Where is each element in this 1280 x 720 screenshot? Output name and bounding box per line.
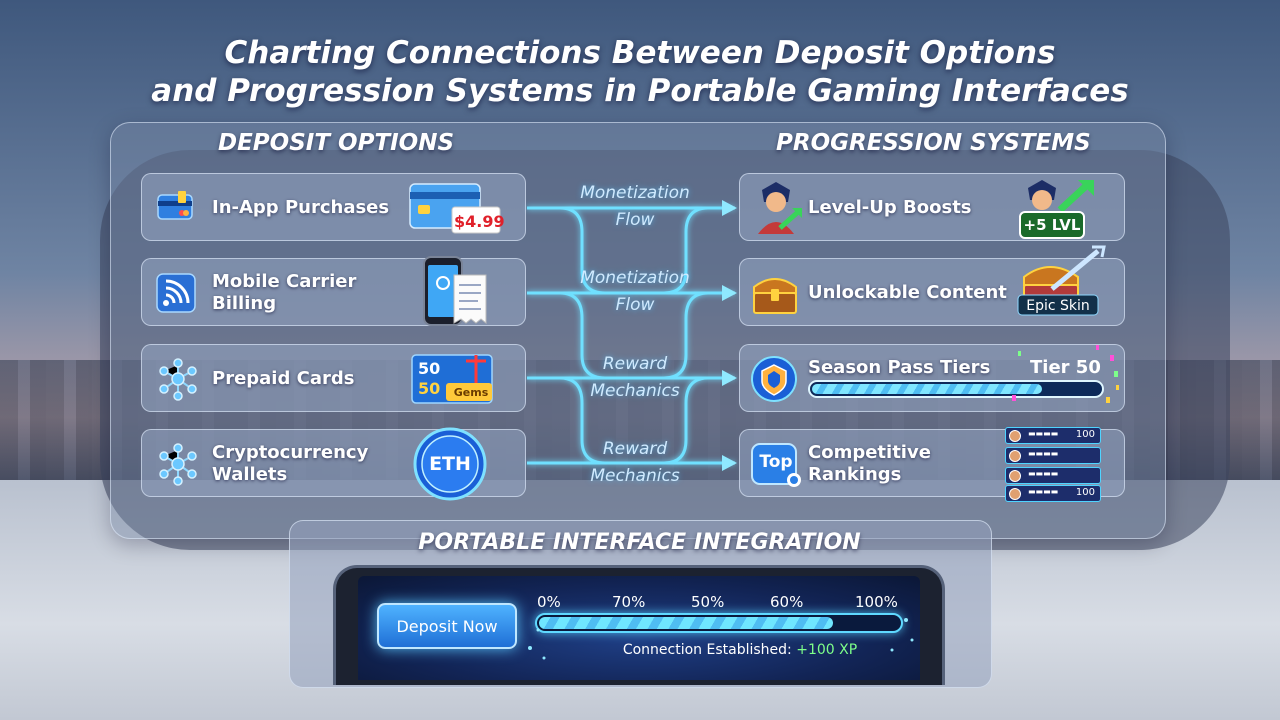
treasure-chest-icon bbox=[753, 278, 797, 314]
leaderboard-score: 100 bbox=[1075, 487, 1095, 498]
signal-icon bbox=[156, 273, 196, 313]
status-text: Connection Established: bbox=[622, 642, 792, 658]
leaderboard-row: ▬▬▬▬ 100 bbox=[1005, 485, 1101, 502]
sparkle-particles bbox=[528, 618, 914, 660]
title-line-2: and Progression Systems in Portable Gami… bbox=[151, 73, 1129, 109]
player-avatar bbox=[1009, 488, 1021, 500]
arrow-head-2 bbox=[722, 285, 737, 301]
progression-card-season-pass-tiers[interactable]: Season Pass Tiers Tier 50 bbox=[739, 344, 1125, 412]
page-title: Charting Connections Between Deposit Opt… bbox=[0, 34, 1280, 110]
progress-tick-5: 100% bbox=[855, 593, 898, 611]
deposit-label-in-app: In-App Purchases bbox=[212, 197, 390, 218]
cross-link-4 bbox=[663, 206, 709, 295]
eth-coin-icon bbox=[413, 427, 487, 501]
tier-badge: Tier 50 bbox=[1030, 357, 1101, 378]
cross-link-3 bbox=[559, 376, 606, 465]
deposit-card-in-app-purchases[interactable]: In-App Purchases $4.99 bbox=[141, 173, 526, 241]
progress-tick-1: 0% bbox=[537, 593, 561, 611]
connection-status: Connection Established: +100 XP bbox=[540, 642, 940, 658]
top-label: Top bbox=[759, 452, 793, 472]
player-avatar bbox=[1009, 430, 1021, 442]
gift-card-value-2: 50 bbox=[418, 379, 441, 398]
credit-card-price-icon bbox=[409, 183, 501, 234]
epic-skin-badge: Epic Skin bbox=[1026, 298, 1090, 314]
gift-card-value-1: 50 bbox=[418, 359, 441, 378]
chest-sword-icon bbox=[1017, 245, 1106, 316]
network-icon bbox=[159, 358, 197, 401]
level-up-avatar-icon bbox=[1019, 180, 1094, 239]
progression-label-season-pass: Season Pass Tiers bbox=[808, 357, 991, 378]
player-avatar bbox=[1009, 450, 1021, 462]
leaderboard-row: ▬▬▬▬ 100 bbox=[1005, 427, 1101, 444]
credit-card-icon bbox=[157, 191, 193, 220]
deposit-now-button[interactable]: Deposit Now bbox=[377, 603, 517, 649]
price-tag: $4.99 bbox=[454, 212, 505, 231]
phone-receipt-icon bbox=[423, 256, 487, 326]
season-progress-track bbox=[808, 380, 1104, 398]
title-line-1: Charting Connections Between Deposit Opt… bbox=[224, 35, 1056, 71]
cross-link-5 bbox=[663, 291, 709, 380]
deposit-options-heading: DEPOSIT OPTIONS bbox=[218, 130, 455, 156]
integration-title: PORTABLE INTERFACE INTEGRATION bbox=[418, 530, 861, 555]
eth-label: ETH bbox=[429, 453, 471, 475]
connection-progress-fill bbox=[539, 617, 834, 629]
network-icon bbox=[159, 443, 197, 486]
leaderboard-row: ▬▬▬▬ bbox=[1005, 447, 1101, 464]
gift-card-icon bbox=[411, 354, 493, 404]
leaderboard-score: 100 bbox=[1075, 429, 1095, 440]
confetti-decoration bbox=[1012, 345, 1119, 403]
cross-link-6 bbox=[663, 376, 709, 465]
season-progress-fill bbox=[812, 384, 1042, 394]
level-badge: +5 LVL bbox=[1023, 216, 1081, 234]
arrow-head-1 bbox=[722, 200, 737, 216]
player-avatar bbox=[1009, 470, 1021, 482]
progress-tick-3: 50% bbox=[691, 593, 725, 611]
progress-tick-4: 60% bbox=[770, 593, 804, 611]
arrow-head-4 bbox=[722, 455, 737, 471]
progression-label-level-up: Level-Up Boosts bbox=[808, 197, 972, 218]
gems-label: Gems bbox=[453, 386, 489, 399]
progression-label-unlockable: Unlockable Content bbox=[808, 282, 1007, 303]
progression-systems-heading: PROGRESSION SYSTEMS bbox=[776, 130, 1091, 156]
leaderboard-row: ▬▬▬▬ bbox=[1005, 467, 1101, 484]
progress-tick-2: 70% bbox=[612, 593, 646, 611]
progression-card-level-up-boosts[interactable]: Level-Up Boosts +5 LVL bbox=[739, 173, 1125, 241]
cross-link-1 bbox=[559, 206, 606, 295]
deposit-label-prepaid: Prepaid Cards bbox=[212, 368, 355, 389]
cross-link-2 bbox=[559, 291, 606, 380]
deposit-card-prepaid-cards[interactable]: Prepaid Cards 50 50 Gems bbox=[141, 344, 526, 412]
progression-card-unlockable-content[interactable]: Unlockable Content Epic Skin bbox=[739, 245, 1125, 326]
arrow-head-3 bbox=[722, 370, 737, 386]
shield-badge-icon bbox=[751, 356, 797, 402]
hero-avatar-icon bbox=[758, 182, 802, 234]
top-badge-icon bbox=[751, 443, 801, 487]
connection-progress-bar bbox=[535, 613, 903, 633]
xp-reward: +100 XP bbox=[796, 642, 858, 658]
